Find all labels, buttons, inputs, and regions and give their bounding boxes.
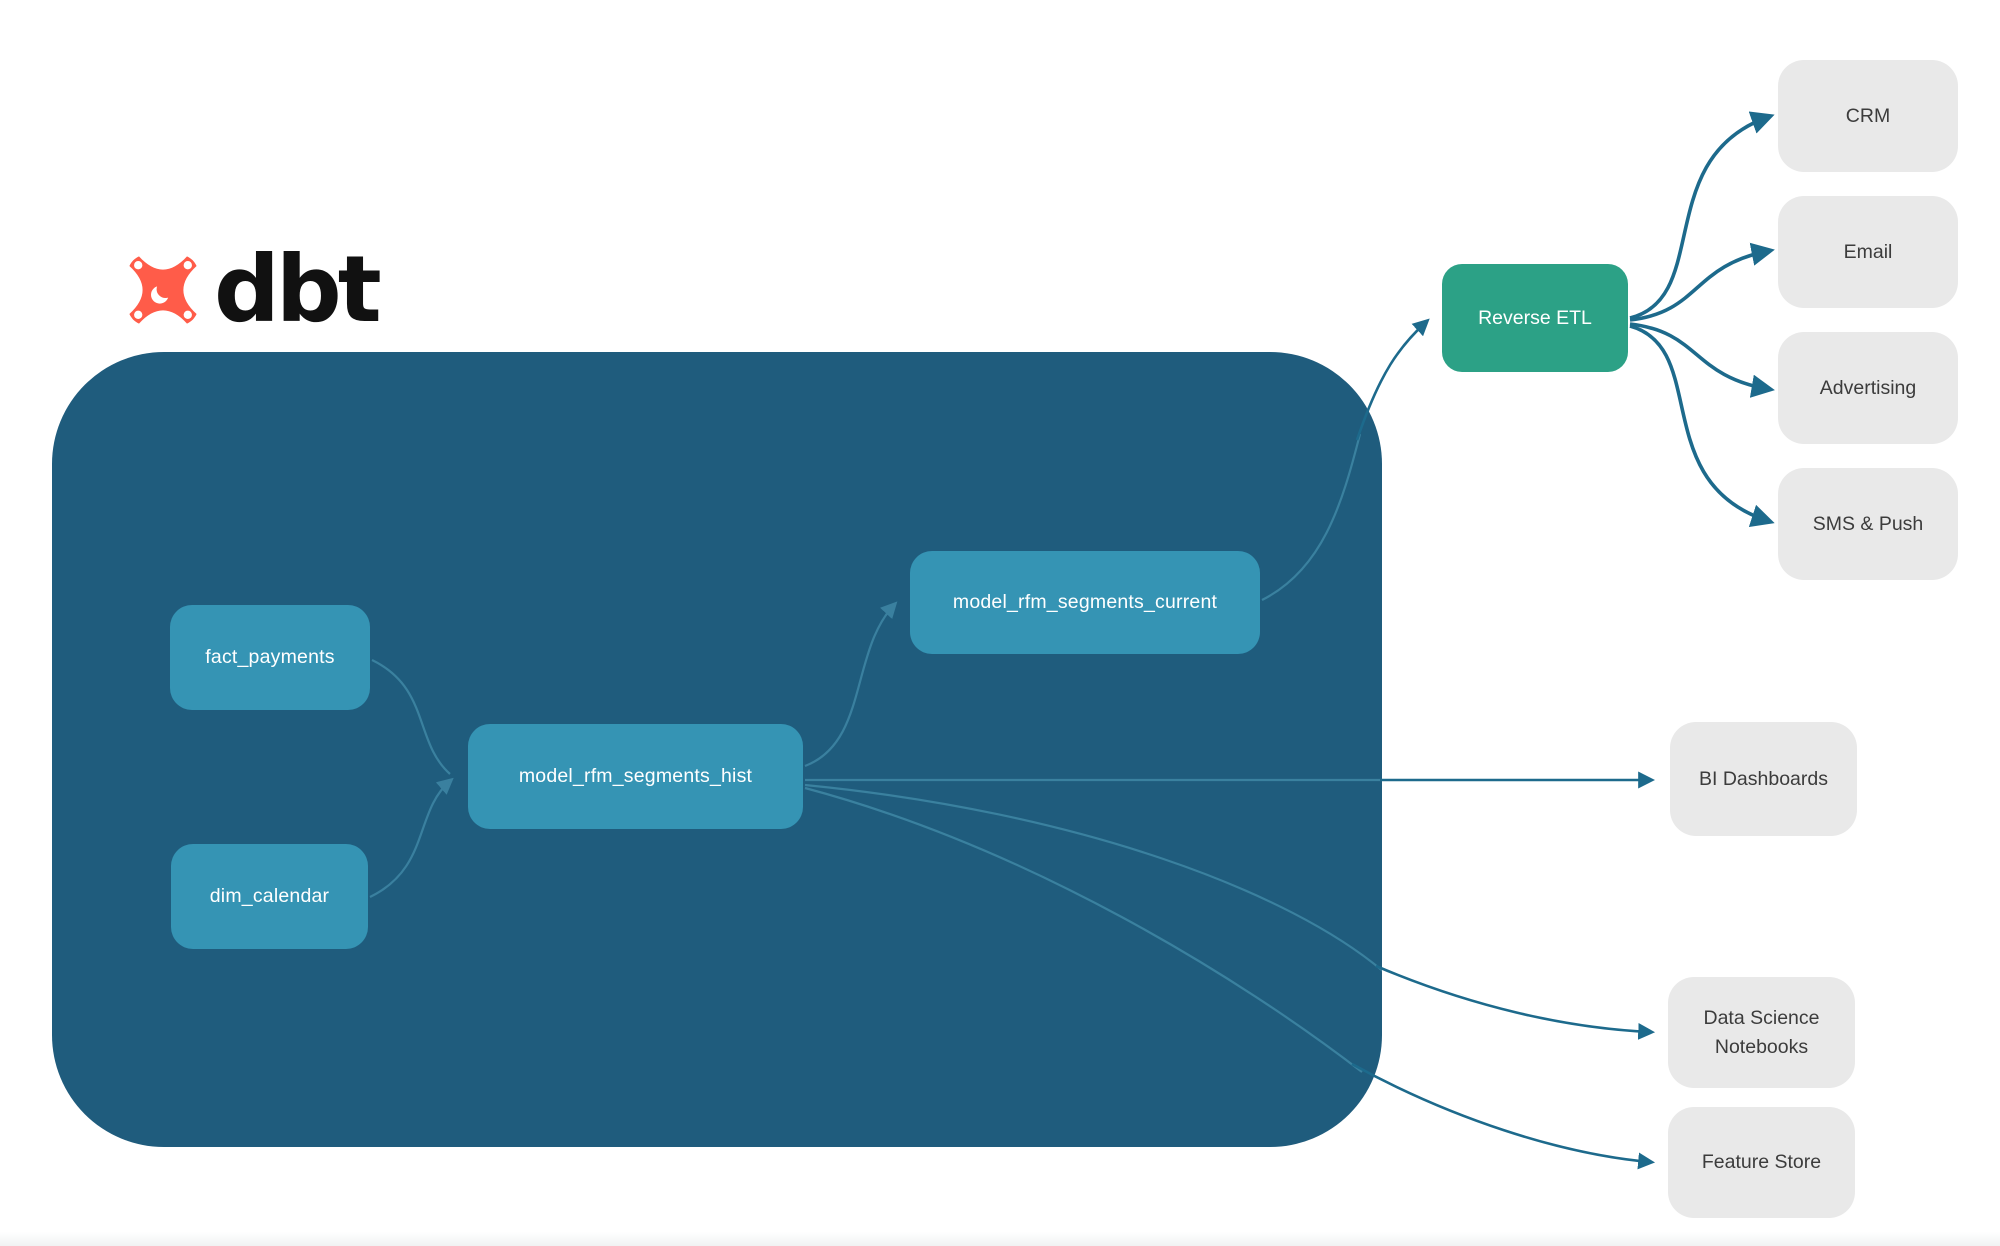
node-model-rfm-segments-current-label: model_rfm_segments_current — [952, 591, 1218, 613]
edge-hist-to-notebooks — [1375, 964, 1656, 1040]
node-fact-payments: fact_payments — [170, 605, 370, 710]
node-model-rfm-segments-hist: model_rfm_segments_hist — [468, 724, 803, 829]
bottom-strip — [0, 1232, 2000, 1246]
node-feature-store-label: Feature Store — [1701, 1151, 1822, 1174]
node-model-rfm-segments-current: model_rfm_segments_current — [910, 551, 1260, 654]
edge-retl-to-advertising — [1629, 322, 1775, 398]
node-email: Email — [1778, 196, 1958, 308]
node-advertising-label: Advertising — [1819, 376, 1917, 399]
node-reverse-etl: Reverse ETL — [1442, 264, 1628, 372]
node-feature-store: Feature Store — [1668, 1107, 1855, 1218]
dbt-wordmark: dbt — [214, 236, 382, 343]
edge-retl-to-sms-push — [1629, 324, 1775, 528]
node-bi-dashboards-label: BI Dashboards — [1699, 767, 1828, 790]
edge-retl-to-email — [1629, 242, 1775, 322]
node-dim-calendar-label: dim_calendar — [209, 885, 330, 907]
node-reverse-etl-label: Reverse ETL — [1478, 306, 1592, 329]
node-email-label: Email — [1843, 240, 1893, 263]
node-advertising: Advertising — [1778, 332, 1958, 444]
node-sms-push-label: SMS & Push — [1812, 512, 1924, 535]
node-model-rfm-segments-hist-label: model_rfm_segments_hist — [518, 765, 753, 787]
node-data-science-notebooks-label: Data Science Notebooks — [1703, 1007, 1820, 1058]
node-crm-label: CRM — [1845, 104, 1891, 127]
node-crm: CRM — [1778, 60, 1958, 172]
node-fact-payments-label: fact_payments — [205, 646, 335, 668]
node-dim-calendar: dim_calendar — [171, 844, 368, 949]
dbt-logo-icon — [129, 256, 197, 324]
dbt-logo: dbt — [122, 236, 382, 343]
edge-hist-to-feature-store — [1351, 1062, 1656, 1170]
node-bi-dashboards: BI Dashboards — [1670, 722, 1857, 836]
node-sms-push: SMS & Push — [1778, 468, 1958, 580]
node-data-science-notebooks: Data Science Notebooks — [1668, 977, 1855, 1088]
edge-retl-to-crm — [1629, 111, 1775, 320]
